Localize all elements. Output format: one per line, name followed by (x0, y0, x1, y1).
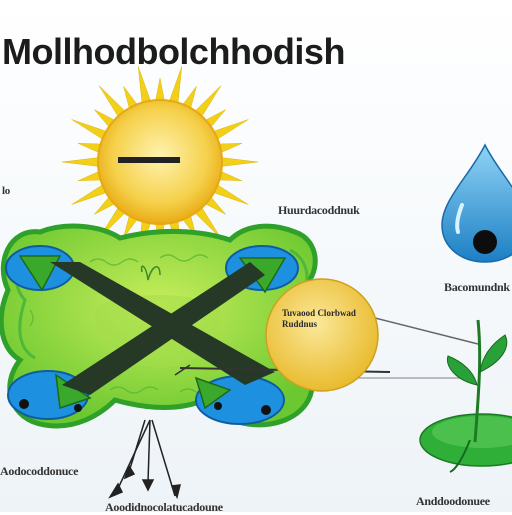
sun-dash-mark (118, 157, 180, 163)
sun-ray (71, 184, 107, 205)
down-arrows (108, 419, 181, 500)
thylakoid-dots (19, 399, 271, 415)
sun-ray (219, 171, 242, 181)
sun-ray (71, 119, 107, 140)
plant-stem (473, 319, 482, 443)
sun-ray (213, 184, 249, 205)
sun-ray (221, 157, 259, 167)
central-sprout (140, 265, 161, 281)
callout-text: Tuvaood Clorbwad Ruddnus (282, 308, 356, 329)
sun-ray (78, 143, 101, 153)
sun-ray (219, 143, 242, 153)
plant-leaf-right (479, 334, 508, 373)
sun-ray (194, 85, 222, 117)
label-bottom-left: Aodocoddonuce (0, 464, 79, 478)
plant-leaf-left (446, 355, 478, 386)
water-drop-dot (473, 230, 497, 254)
sun-ray (78, 171, 101, 181)
connector-line-upper (374, 317, 479, 345)
callout-circle (265, 278, 379, 392)
label-right-mid: Bacomundnk (444, 280, 510, 294)
triangle-top-left (18, 255, 62, 292)
label-bottom-right: Anddoodonuee (416, 494, 490, 508)
cross-bar-right (62, 262, 265, 395)
page-title: Mollhodbolchhodish (2, 31, 345, 72)
sun-ray (213, 119, 249, 140)
sun-ray (61, 157, 99, 167)
label-left-edge: lo (2, 185, 10, 197)
triangle-bottom-right (194, 376, 232, 410)
sun-ray (155, 77, 165, 101)
label-top-center: Huurdacoddnuk (278, 203, 360, 217)
label-bottom-center: Aoodidnocolatucadoune (105, 500, 223, 514)
sun-ray (98, 85, 126, 117)
